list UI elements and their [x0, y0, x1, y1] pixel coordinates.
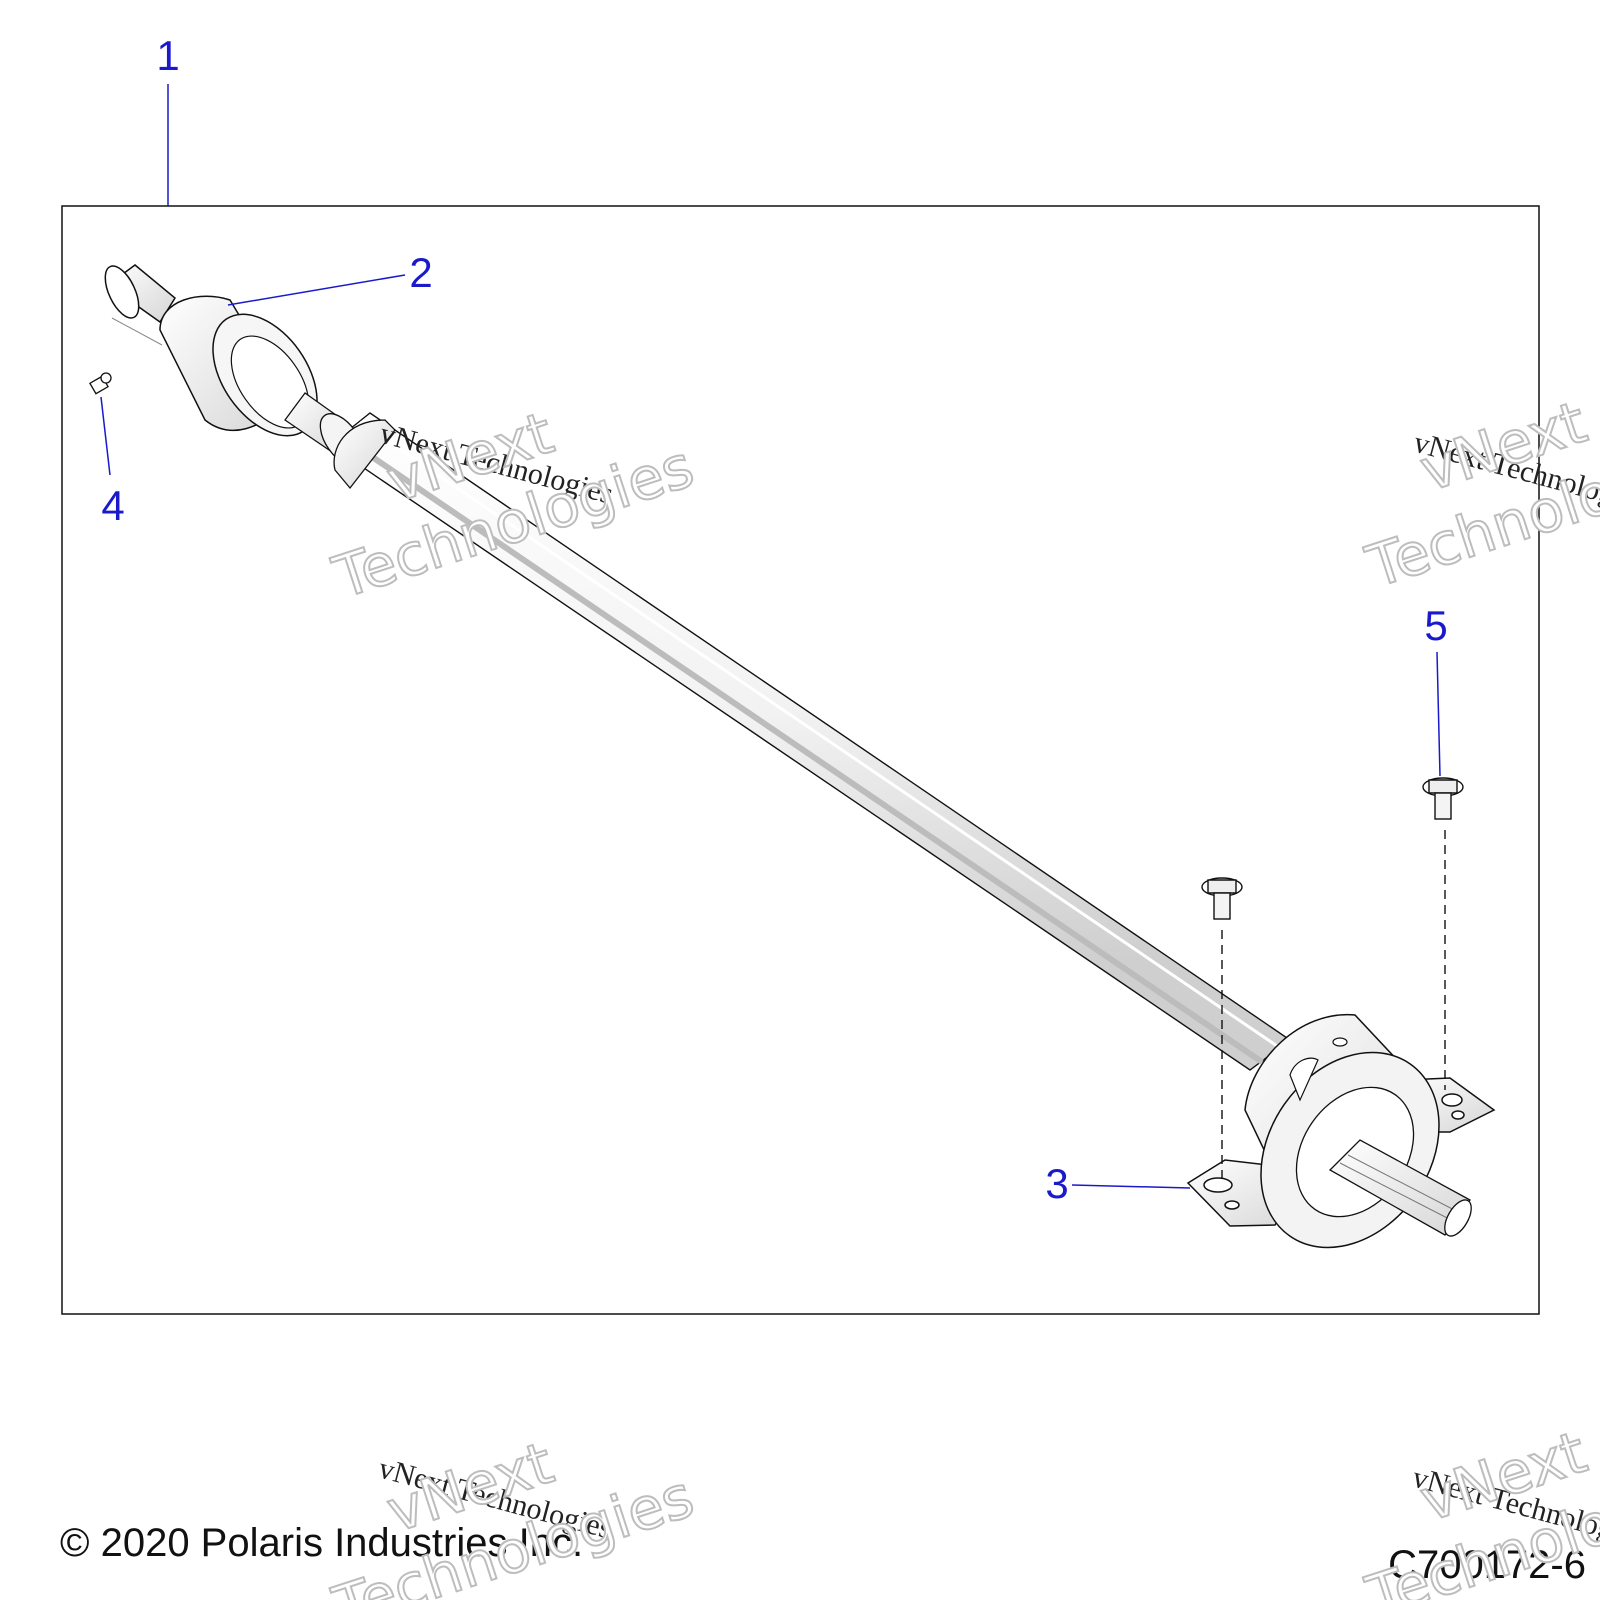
grease-fitting: [89, 372, 112, 395]
bolt-left: [1201, 877, 1243, 920]
watermark-4-big: vNext Technologies: [1357, 1417, 1600, 1600]
callout-1: 1: [156, 32, 179, 79]
drawing-number: C700172-6: [1388, 1543, 1586, 1587]
watermark-2-big: vNext Technologies: [1357, 387, 1600, 602]
callout-4: 4: [101, 482, 124, 529]
leader-3: [1071, 1184, 1191, 1189]
copyright-text: © 2020 Polaris Industries Inc.: [60, 1521, 583, 1565]
leader-lines: [100, 84, 1441, 1189]
callout-5: 5: [1424, 602, 1447, 649]
leader-5: [1436, 651, 1441, 777]
bolt-right: [1422, 777, 1464, 820]
leader-4: [100, 396, 111, 476]
cv-joint: [104, 264, 396, 490]
callout-2: 2: [409, 249, 432, 296]
callout-3: 3: [1045, 1160, 1068, 1207]
carrier-bearing: [1186, 1014, 1496, 1249]
prop-shaft: [328, 412, 1292, 1071]
leader-2: [227, 274, 406, 306]
assembly-frame: [61, 205, 1540, 1315]
watermark-3-big: vNext Technologies: [324, 1428, 702, 1600]
watermark-1-big: vNext Technologies: [324, 398, 702, 613]
